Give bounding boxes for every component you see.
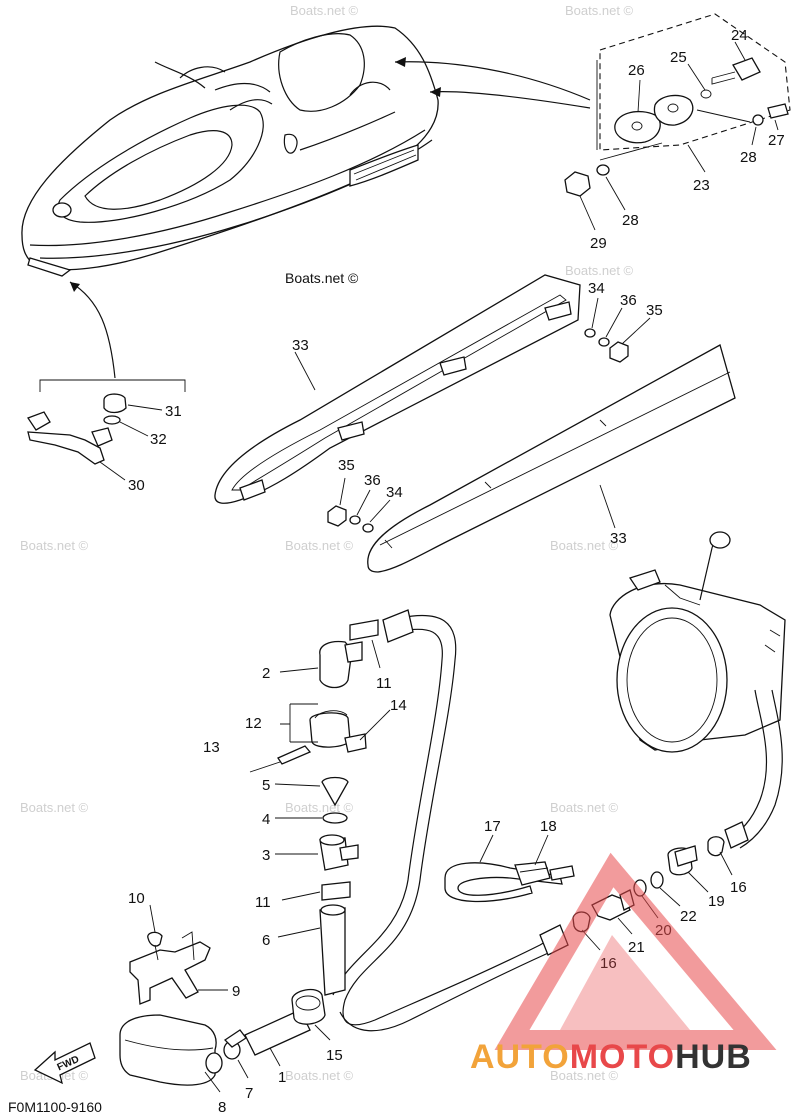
- callout-14: 14: [390, 697, 407, 714]
- bracket-9: 10 9: [128, 890, 240, 1005]
- callout-24: 24: [731, 27, 748, 44]
- callout-35-upper: 35: [646, 302, 663, 319]
- callout-9: 9: [232, 983, 240, 1000]
- callout-10: 10: [128, 890, 145, 907]
- brand-hub: HUB: [675, 1038, 752, 1076]
- callout-23: 23: [693, 177, 710, 194]
- callout-2: 2: [262, 665, 270, 682]
- watermark: Boats.net ©: [20, 538, 89, 553]
- watermark: Boats.net ©: [285, 800, 354, 815]
- watermark: Boats.net ©: [550, 1068, 619, 1083]
- watermark: Boats.net ©: [285, 1068, 354, 1083]
- bracket-assembly: 31 32 30: [27, 379, 186, 494]
- callout-5: 5: [262, 777, 270, 794]
- callout-28-lower: 28: [622, 212, 639, 229]
- fasteners-lower: 35 36 34: [327, 457, 403, 533]
- watermark: Boats.net ©: [550, 800, 619, 815]
- callout-35-lower: 35: [338, 457, 355, 474]
- callout-8: 8: [218, 1099, 226, 1116]
- callout-17: 17: [484, 818, 501, 835]
- brand-moto: MOTO: [570, 1038, 675, 1076]
- callout-15: 15: [326, 1047, 343, 1064]
- leader-arrows: [69, 57, 591, 379]
- watermark: Boats.net ©: [550, 538, 619, 553]
- callout-33-upper: 33: [292, 337, 309, 354]
- callout-36-upper: 36: [620, 292, 637, 309]
- callout-16-left: 16: [600, 955, 617, 972]
- brand-auto: AUTO: [470, 1038, 570, 1076]
- svg-text:AUTOMOTOHUB: AUTOMOTOHUB: [470, 1038, 752, 1076]
- drawing-code: F0M1100-9160: [8, 1099, 102, 1115]
- watermark: Boats.net ©: [565, 3, 634, 18]
- callout-13: 13: [203, 739, 220, 756]
- callout-19: 19: [708, 893, 725, 910]
- callout-11-lower: 11: [255, 894, 271, 911]
- fasteners-upper: 34 36 35: [584, 280, 663, 363]
- callout-25: 25: [670, 49, 687, 66]
- fittings-column: [249, 619, 379, 996]
- callout-12: 12: [245, 715, 262, 732]
- drain-plug-assembly: [564, 13, 791, 197]
- callout-34-upper: 34: [588, 280, 605, 297]
- callout-22: 22: [680, 908, 697, 925]
- callout-32: 32: [150, 431, 167, 448]
- watermark: Boats.net ©: [285, 538, 354, 553]
- callout-26: 26: [628, 62, 645, 79]
- callout-33-lower: 33: [610, 530, 627, 547]
- callout-4: 4: [262, 811, 270, 828]
- callout-28-upper: 28: [740, 149, 757, 166]
- zip-ties: 17 18: [444, 818, 575, 903]
- watermark: Boats.net ©: [290, 3, 359, 18]
- callout-36-lower: 36: [364, 472, 381, 489]
- logo-triangle-icon: [494, 852, 777, 1050]
- callout-3: 3: [262, 847, 270, 864]
- callout-34-lower: 34: [386, 484, 403, 501]
- watermark: Boats.net ©: [20, 800, 89, 815]
- watercraft-illustration: [21, 25, 439, 277]
- callout-6: 6: [262, 932, 270, 949]
- callout-1: 1: [278, 1069, 286, 1086]
- callouts-fittings: 2 11 12 14 13 5 4 3 11 6: [203, 639, 407, 949]
- callouts-upper: 24 25 26 27 28 23 28 29: [579, 27, 785, 252]
- callout-31: 31: [165, 403, 182, 420]
- jet-nozzle-housing: [609, 531, 786, 753]
- automotohub-logo: AUTOMOTOHUB: [470, 852, 777, 1076]
- callout-16-right: 16: [730, 879, 747, 896]
- callout-7: 7: [245, 1085, 253, 1102]
- sponson-frame: 33: [214, 274, 581, 504]
- callout-29: 29: [590, 235, 607, 252]
- box-and-tube: 8 7 1 15: [119, 988, 343, 1116]
- logo-inner-triangle-icon: [560, 935, 690, 1030]
- watermark-dark: Boats.net ©: [285, 270, 359, 286]
- sponson-cover: 33: [367, 344, 736, 573]
- callout-30: 30: [128, 477, 145, 494]
- forward-arrow: FWD: [33, 1042, 96, 1085]
- callout-27: 27: [768, 132, 785, 149]
- callout-21: 21: [628, 939, 645, 956]
- water-hose: [332, 609, 783, 1032]
- watermark: Boats.net ©: [565, 263, 634, 278]
- callout-18: 18: [540, 818, 557, 835]
- callout-11-upper: 11: [376, 675, 392, 692]
